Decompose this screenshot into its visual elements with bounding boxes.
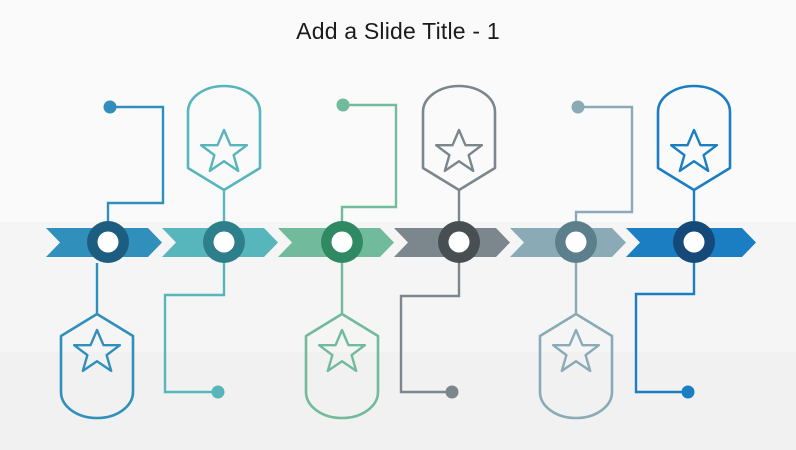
node-step-2[interactable]: [203, 221, 245, 263]
connector-step-2: [163, 242, 226, 399]
badge-step-4[interactable]: [421, 84, 497, 192]
node-step-6[interactable]: [673, 221, 715, 263]
star-icon: [317, 328, 367, 373]
connector-endpoint-dot: [681, 385, 695, 399]
star-icon: [551, 328, 601, 373]
connector-step-1: [103, 100, 165, 242]
connector-endpoint-dot: [571, 100, 585, 114]
badge-step-6[interactable]: [656, 84, 732, 192]
badge-step-2[interactable]: [186, 84, 262, 192]
badge-step-5[interactable]: [538, 312, 614, 420]
background-band-top: [0, 0, 796, 222]
badge-step-3[interactable]: [304, 312, 380, 420]
chevron-bar: [46, 228, 756, 257]
star-icon: [434, 128, 484, 173]
connector-step-4: [399, 242, 461, 399]
node-step-3[interactable]: [321, 221, 363, 263]
node-step-4[interactable]: [438, 221, 480, 263]
connector-step-3: [336, 98, 398, 242]
badge-step-1[interactable]: [59, 312, 135, 420]
connector-step-6: [634, 242, 696, 399]
node-step-1[interactable]: [87, 221, 129, 263]
connector-endpoint-dot: [445, 385, 459, 399]
connector-step-5: [571, 100, 634, 242]
connector-group: [95, 98, 696, 399]
connector-endpoint-dot: [336, 98, 350, 112]
star-icon: [199, 128, 249, 173]
node-step-5[interactable]: [555, 221, 597, 263]
star-icon: [669, 128, 719, 173]
connector-endpoint-dot: [211, 385, 225, 399]
node-group: [87, 221, 715, 263]
star-icon: [72, 328, 122, 373]
connector-endpoint-dot: [103, 100, 117, 114]
page-title: Add a Slide Title - 1: [296, 18, 500, 44]
